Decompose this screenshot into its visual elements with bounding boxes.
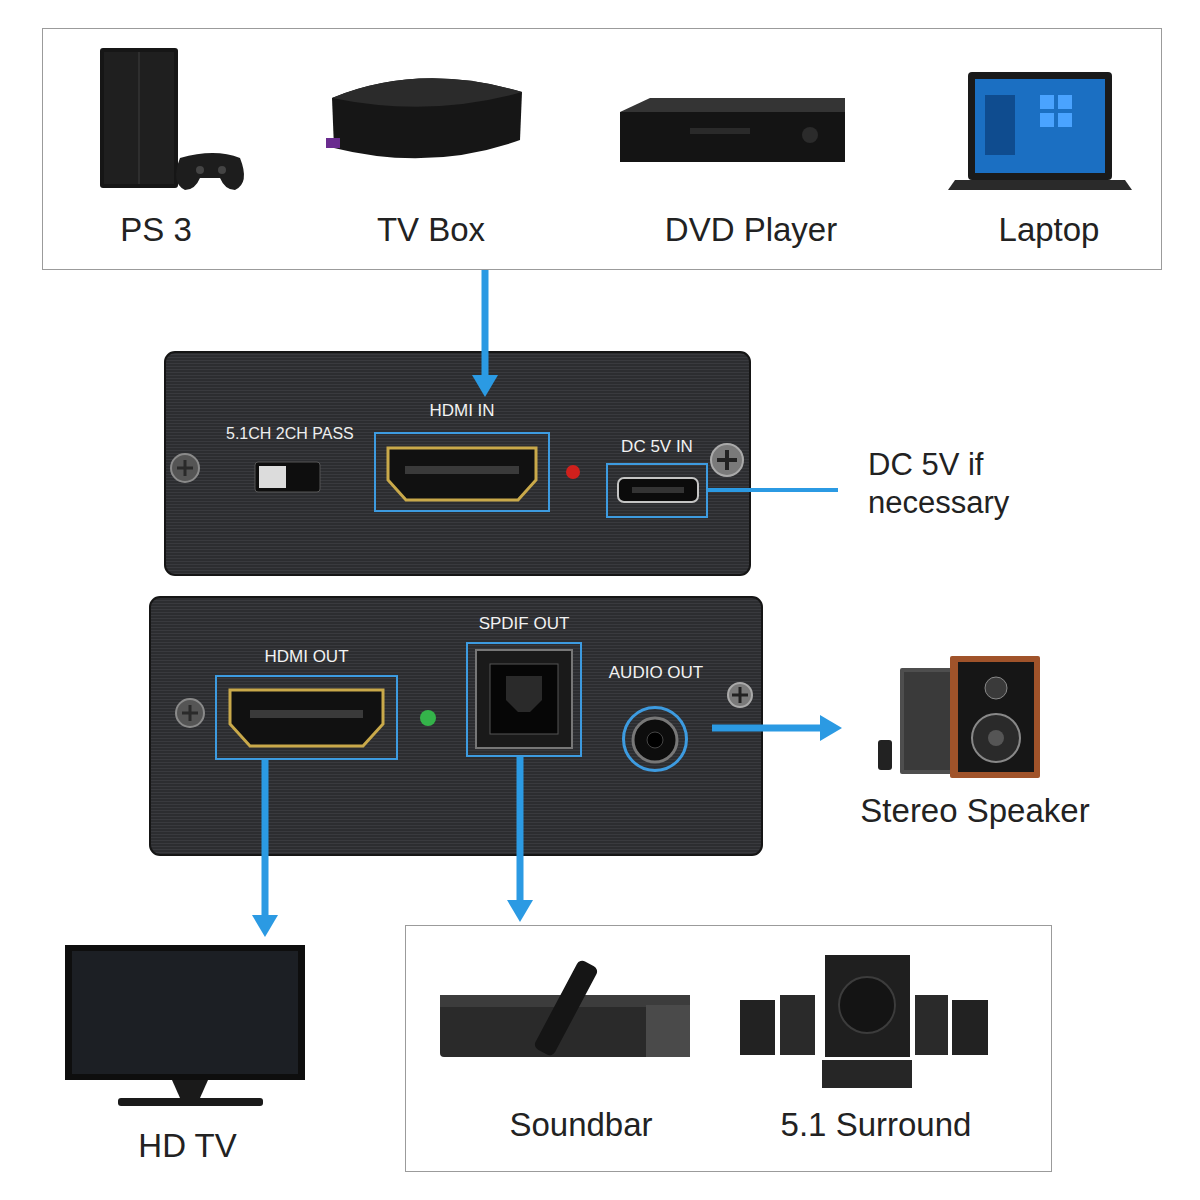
arrow-shaft [262,760,269,915]
device-label: PS 3 [120,211,192,249]
arrow-head [472,375,498,397]
port: HDMI IN [374,400,550,512]
output-device: 5.1 Surround [731,951,1021,1144]
soundbar-picture [440,959,690,1058]
flow-arrow [472,270,498,397]
source-panel: PS 3 TV Box DVD Player Laptop [42,28,1162,270]
port: SPDIF OUT [466,613,582,757]
output-plate: HDMI OUT SPDIF OUT AUDIO OUT [150,597,762,855]
port-label: HDMI OUT [264,646,348,668]
port: AUDIO OUT [600,662,712,775]
flow-arrow [252,760,278,937]
port-highlight [466,642,582,757]
port-highlight [215,675,398,760]
surround-set-picture [740,955,988,1088]
port-label: SPDIF OUT [479,613,570,635]
audio-system-panel: Soundbar 5.1 Surround [405,925,1052,1172]
console-picture [100,48,244,190]
laptop-picture [948,72,1132,190]
source-device: PS 3 [86,41,226,249]
arrow-head [507,900,533,922]
arrow-shaft [482,270,489,375]
output-device: HD TV [60,940,315,1165]
port-label: HDMI IN [429,400,494,422]
arrow-shaft [712,725,820,732]
port-label: DC 5V IN [621,436,693,458]
device-label: Laptop [999,211,1100,249]
extractor-front-panel [165,352,750,575]
source-device: Laptop [949,41,1149,249]
stereo-speaker-picture [878,656,1040,778]
output-device: Stereo Speaker [845,650,1105,830]
port: HDMI OUT [215,646,398,760]
arrow-shaft [517,757,524,900]
leader-line [708,488,838,492]
port-highlight [374,432,550,512]
tv-picture [65,945,305,1106]
device-label: Soundbar [509,1106,652,1144]
device-label: HD TV [138,1127,236,1165]
port-label: AUDIO OUT [609,662,703,684]
device-label: DVD Player [665,211,837,249]
device-label: 5.1 Surround [781,1106,972,1144]
arrow-head [252,915,278,937]
extractor-back-panel [150,597,762,855]
device-label: TV Box [377,211,485,249]
flow-arrow [712,715,842,741]
input-plate: 5.1CH 2CH PASS HDMI IN DC 5V IN [165,352,750,575]
port-highlight [606,463,708,518]
source-device: DVD Player [621,41,881,249]
output-device: Soundbar [441,951,721,1144]
port: DC 5V IN [600,436,714,518]
switch-label: 5.1CH 2CH PASS [226,424,354,444]
port-highlight [622,706,688,772]
note-label: DC 5V if necessary [868,446,1078,522]
dvd-player-picture [620,98,845,162]
source-device: TV Box [321,41,541,249]
flow-arrow [507,757,533,922]
arrow-head [820,715,842,741]
device-label: Stereo Speaker [860,792,1089,830]
tv-box-picture [326,78,522,158]
